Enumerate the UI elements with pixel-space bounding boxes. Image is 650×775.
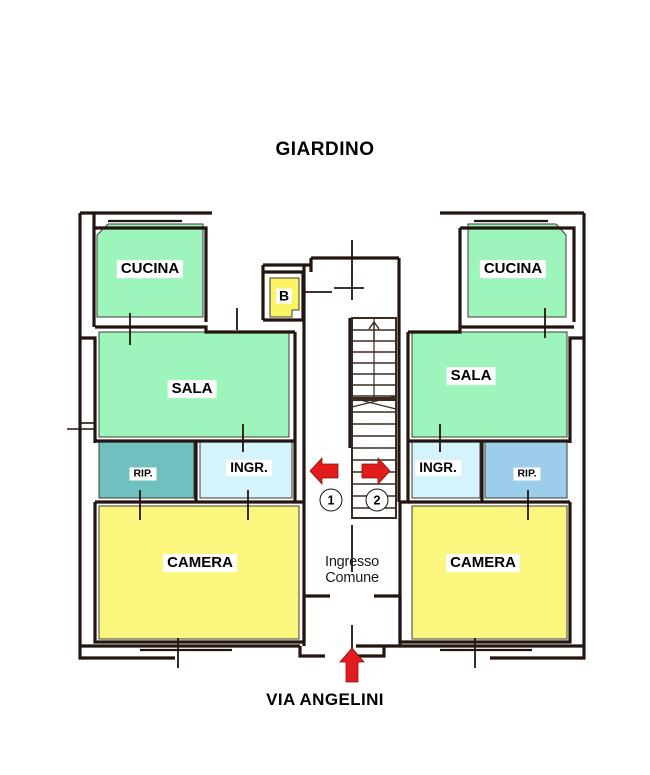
- room-label-cucina-right: CUCINA: [479, 260, 547, 278]
- unit-marker-1[interactable]: 1: [319, 488, 343, 512]
- room-label-rip-right: RIP.: [513, 467, 541, 481]
- unit-marker-2[interactable]: 2: [365, 488, 389, 512]
- wall-left-top-step: [92, 213, 97, 230]
- wall-corridor-entry-bottom-l: [298, 646, 325, 658]
- arrow-left-unit: [309, 456, 339, 486]
- direction-arrows: [309, 456, 391, 683]
- room-fill-camera-right: [411, 505, 568, 640]
- street-label: VIA ANGELINI: [266, 690, 384, 709]
- arrow-street-entrance: [339, 647, 365, 683]
- room-label-rip-left: RIP.: [129, 467, 157, 481]
- stair-direction-arrow: [368, 320, 380, 340]
- wall-corridor-bagno-box: [263, 270, 305, 322]
- wall-left-camera-bottom: [93, 502, 304, 644]
- wall-left-kitchen-top: [94, 226, 208, 322]
- room-fill-camera-left: [98, 505, 300, 640]
- wall-corridor-entry-bottom-r: [356, 646, 386, 658]
- wall-right-ingr-left: [400, 441, 410, 504]
- wall-left-bottom-return: [78, 646, 175, 660]
- stair-break-line: [351, 395, 397, 410]
- wall-right-bottom-return: [490, 646, 586, 660]
- wall-right-camera-bottom: [400, 502, 572, 644]
- page-title: GIARDINO: [275, 139, 375, 160]
- wall-right-kitchen-top: [460, 226, 576, 322]
- room-label-ingr-left: INGR.: [226, 459, 272, 477]
- wall-right-mid-jog: [568, 336, 584, 443]
- wall-outer-right: [356, 211, 586, 648]
- arrow-right-unit: [361, 456, 391, 486]
- corridor-label-line1: Ingresso: [324, 553, 380, 570]
- wall-right-sala-top: [408, 325, 574, 334]
- room-label-bagno: B: [275, 288, 293, 304]
- room-label-camera-right: CAMERA: [446, 554, 520, 572]
- wall-outer-left: [78, 211, 300, 648]
- corridor-label: Ingresso Comune: [325, 554, 379, 586]
- wall-left-mid-jog: [80, 336, 97, 443]
- room-label-camera-left: CAMERA: [163, 554, 237, 572]
- wall-left-sala-top: [95, 325, 295, 334]
- room-label-ingr-right: INGR.: [415, 459, 461, 477]
- stair-outline-lower: [351, 399, 397, 519]
- corridor-label-line2: Comune: [325, 570, 379, 586]
- room-label-sala-right: SALA: [446, 367, 496, 385]
- room-label-cucina-left: CUCINA: [116, 260, 184, 278]
- room-label-sala-left: SALA: [167, 380, 217, 398]
- walls: [67, 211, 586, 668]
